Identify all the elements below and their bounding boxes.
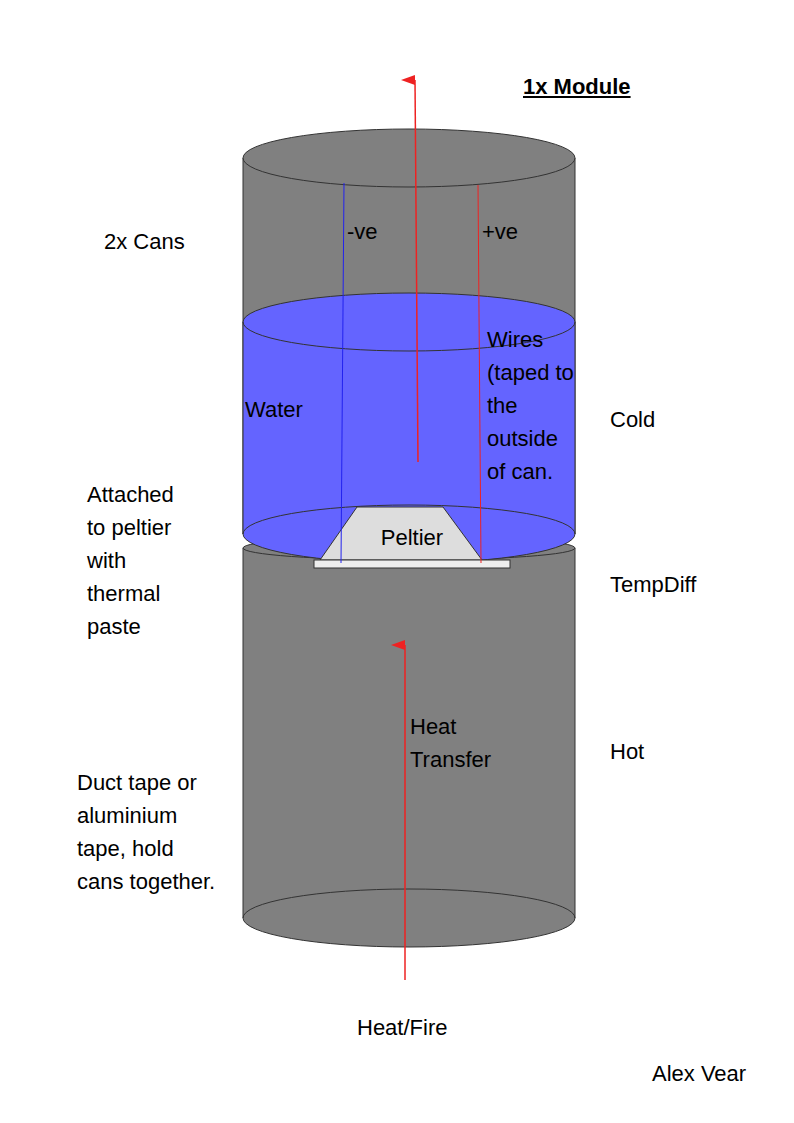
region-label: Water xyxy=(245,393,303,426)
peltier-module: Peltier xyxy=(314,505,512,568)
can-edge xyxy=(243,158,244,534)
top-can: -ve+veWaterWires (taped to the outside o… xyxy=(243,130,575,540)
heat-arrow xyxy=(404,645,406,980)
can-edge xyxy=(575,548,576,918)
bottom-can-body xyxy=(243,548,575,918)
can-edge xyxy=(243,548,244,918)
zone-label: Cold xyxy=(610,403,655,436)
wire-label: -ve xyxy=(347,215,378,248)
top-can-rim xyxy=(243,129,575,187)
zone-label: TempDiff xyxy=(610,568,696,601)
can-edge xyxy=(575,158,576,534)
negative-wire xyxy=(341,183,344,563)
water-region: Water Wires (taped to the outside of can. xyxy=(243,293,583,535)
note-text: Wires (taped to the outside of can. xyxy=(487,323,579,488)
part-name: Peltier xyxy=(314,521,510,554)
zone-label: Hot xyxy=(610,735,644,768)
diagram-title: 1x Module xyxy=(523,70,631,103)
heat-arrow xyxy=(415,80,418,462)
bottom-can-base xyxy=(243,889,575,947)
author-name: Alex Vear xyxy=(652,1057,746,1090)
part-count: 2x Cans xyxy=(104,225,185,258)
water-edge xyxy=(243,322,244,534)
note-text: Duct tape or aluminium tape, hold cans t… xyxy=(77,766,222,898)
source-label: Heat/Fire xyxy=(357,1011,447,1044)
wire-label: +ve xyxy=(482,215,518,248)
bottom-can: Heat Transfer xyxy=(243,548,575,948)
water-edge xyxy=(575,322,576,534)
positive-wire xyxy=(478,185,481,563)
flow-label: Heat Transfer xyxy=(410,710,505,776)
note-text: Attached to peltier with thermal paste xyxy=(87,478,187,643)
water-bottom xyxy=(243,505,575,563)
